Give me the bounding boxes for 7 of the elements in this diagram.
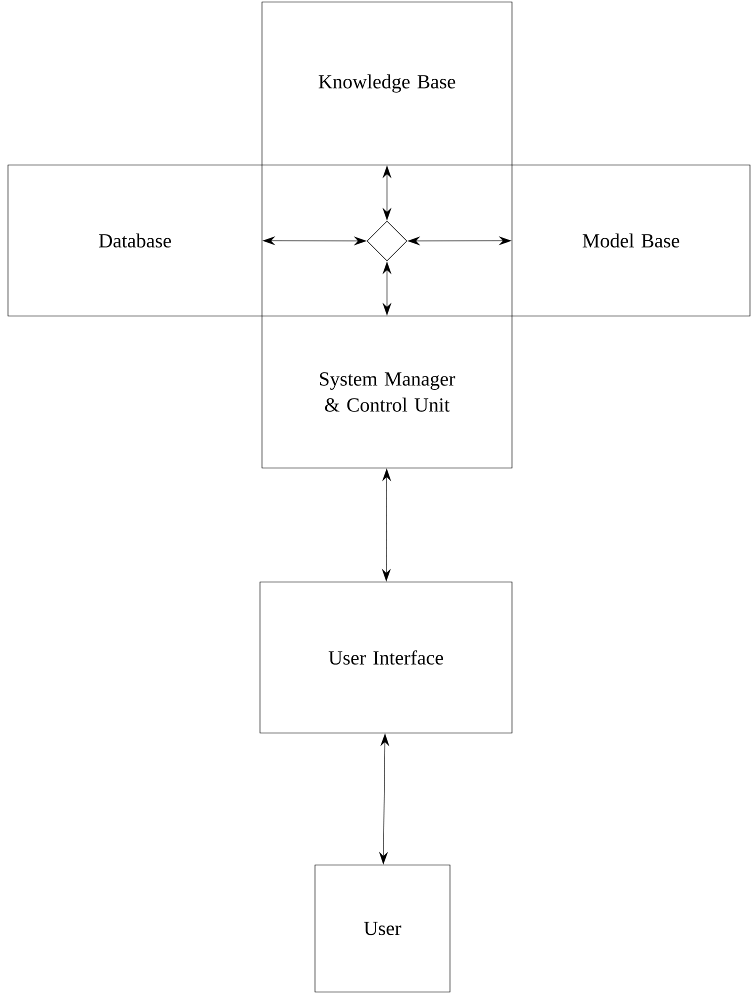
process-box: Database: [8, 164, 262, 316]
diamond-shape: [366, 220, 408, 262]
process-box: System Manager & Control Unit: [262, 316, 512, 468]
process-box: User Interface: [260, 582, 512, 734]
process-box: User: [314, 864, 450, 992]
process-box: Knowledge Base: [262, 2, 512, 166]
process-box: Model Base: [512, 164, 750, 316]
